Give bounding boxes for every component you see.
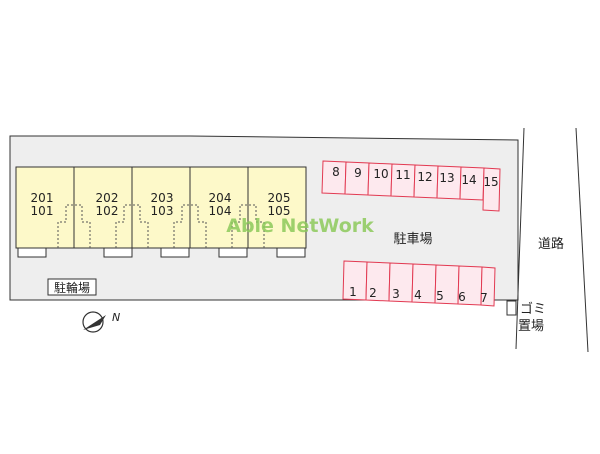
compass-arrow-icon — [83, 315, 106, 330]
building-block: 201 101 202 102 203 103 204 104 205 105 — [15, 166, 307, 258]
garbage-label-line1: ゴミ — [520, 301, 546, 317]
unit-2-lower: 102 — [96, 204, 119, 218]
parking-label-12: 12 — [417, 170, 432, 184]
parking-label-8: 8 — [332, 165, 340, 179]
balcony-4 — [218, 247, 248, 258]
compass-north: N — [112, 311, 120, 324]
unit-5-lower: 105 — [268, 204, 291, 218]
road-edge-right — [575, 127, 589, 353]
building-unit-1 — [15, 166, 75, 249]
unit-1-lower: 101 — [31, 204, 54, 218]
unit-1-upper: 201 — [31, 191, 54, 205]
unit-4-lower: 104 — [209, 204, 232, 218]
garbage-label-line2: 置場 — [518, 319, 544, 334]
watermark: Able NetWork — [226, 215, 374, 237]
building-unit-4 — [189, 166, 249, 249]
parking-label-4: 4 — [414, 288, 422, 302]
unit-2-upper: 202 — [96, 191, 119, 205]
parking-label-3: 3 — [392, 287, 400, 301]
parking-label-2: 2 — [369, 286, 377, 300]
balcony-2 — [103, 247, 133, 258]
parking-label-14: 14 — [461, 173, 476, 187]
parking-label-13: 13 — [439, 171, 454, 185]
parking-label-6: 6 — [458, 290, 466, 304]
bicycle-parking: 駐輪場 — [47, 278, 97, 296]
parking-bottom-row: 1 2 3 4 5 6 7 — [342, 260, 496, 307]
garbage-station — [506, 300, 517, 316]
parking-label-10: 10 — [373, 167, 388, 181]
road-label: 道路 — [538, 236, 564, 252]
balcony-1 — [17, 247, 47, 258]
unit-5-upper: 205 — [268, 191, 291, 205]
north-compass: N — [82, 311, 120, 333]
building-unit-3 — [131, 166, 191, 249]
parking-label-11: 11 — [395, 168, 410, 182]
road-edge-left — [515, 127, 525, 350]
balcony-3 — [160, 247, 190, 258]
unit-3-upper: 203 — [151, 191, 174, 205]
unit-3-lower: 103 — [151, 204, 174, 218]
building-unit-2 — [73, 166, 133, 249]
parking-area-label: 駐車場 — [393, 232, 432, 247]
parking-label-9: 9 — [354, 166, 362, 180]
parking-label-1: 1 — [349, 285, 357, 299]
parking-label-5: 5 — [436, 289, 444, 303]
parking-label-7: 7 — [480, 291, 488, 305]
building-unit-5 — [247, 166, 307, 249]
balcony-5 — [276, 247, 306, 258]
parking-top-row: 8 9 10 11 12 13 14 15 — [321, 160, 501, 212]
parking-label-15: 15 — [483, 175, 498, 189]
bicycle-parking-box — [47, 278, 97, 296]
parking-space-7 — [480, 266, 496, 307]
unit-4-upper: 204 — [209, 191, 232, 205]
parking-space-15 — [482, 167, 501, 212]
bicycle-parking-label: 駐輪場 — [54, 280, 90, 295]
